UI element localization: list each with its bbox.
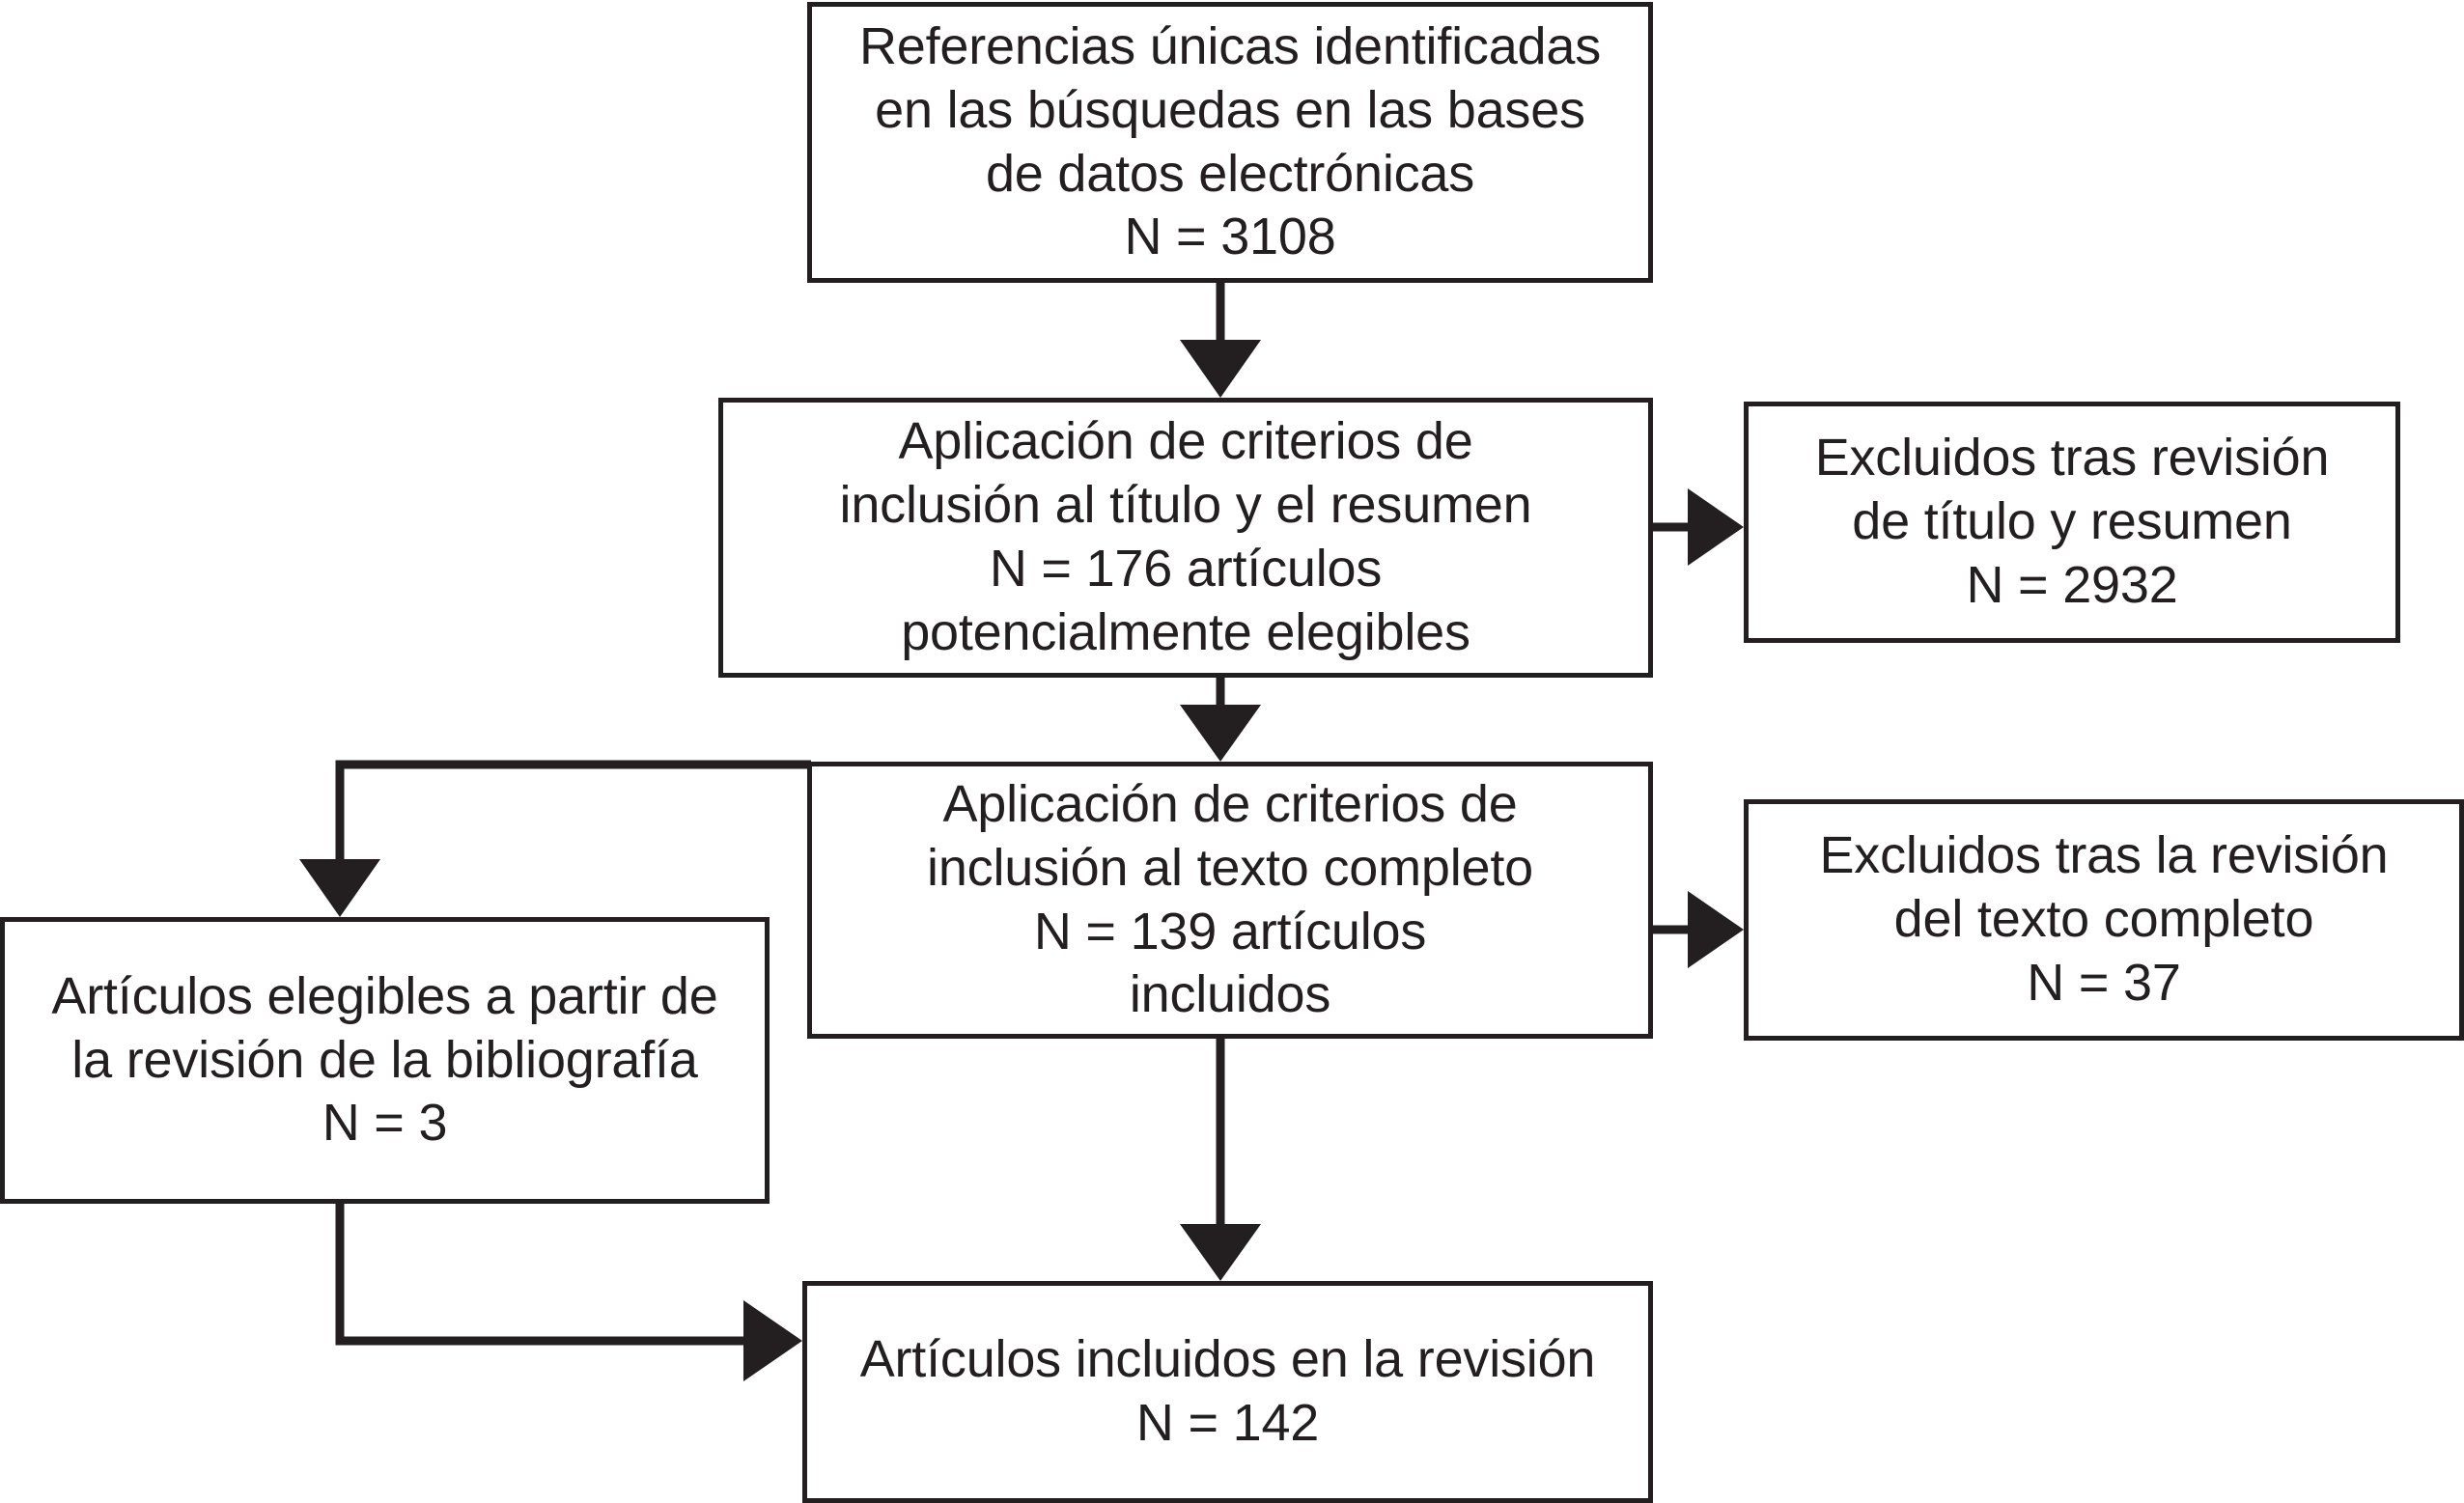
excluded-fulltext-box: Excluidos tras la revisión del texto com… (1744, 799, 2464, 1041)
box-line: Excluidos tras revisión (1814, 429, 2330, 487)
fulltext-screening-box: Aplicación de criterios de inclusión al … (807, 762, 1653, 1039)
box-count: N = 176 artículos (989, 540, 1383, 598)
arrow-reference-list-to-included (335, 1204, 802, 1381)
box-line: inclusión al título y el resumen (839, 476, 1532, 535)
box-count: N = 3108 (1124, 208, 1336, 266)
box-line: de título y resumen (1852, 492, 2292, 551)
arrow-identified-to-title-abstract (1180, 283, 1261, 398)
box-line: potencialmente elegibles (901, 602, 1470, 661)
box-line: de datos electrónicas (985, 144, 1475, 203)
box-count: N = 37 (2027, 953, 2181, 1012)
identified-references-box: Referencias únicas identificadas en las … (807, 2, 1653, 283)
box-line: Artículos incluidos en la revisión (859, 1330, 1596, 1389)
arrow-fulltext-to-excluded (1653, 891, 1744, 968)
box-count: N = 3 (322, 1094, 448, 1153)
box-count: N = 2932 (1966, 555, 2178, 614)
reference-list-eligible-box: Artículos elegibles a partir de la revis… (0, 917, 770, 1204)
arrow-title-abstract-to-excluded (1653, 488, 1744, 566)
box-count: N = 139 artículos (1033, 902, 1427, 960)
excluded-title-abstract-box: Excluidos tras revisión de título y resu… (1744, 402, 2400, 643)
arrow-fulltext-to-included (1180, 1039, 1261, 1281)
box-line: Aplicación de criterios de (898, 412, 1473, 471)
included-articles-box: Artículos incluidos en la revisión N = 1… (802, 1281, 1653, 1503)
box-line: Artículos elegibles a partir de (51, 966, 718, 1025)
box-line: en las búsquedas en las bases (875, 80, 1585, 139)
box-line: la revisión de la bibliografía (71, 1030, 698, 1089)
box-line: incluidos (1129, 965, 1331, 1024)
box-line: Aplicación de criterios de (942, 774, 1518, 833)
box-line: inclusión al texto completo (927, 838, 1533, 897)
box-line: Excluidos tras la revisión (1819, 826, 2389, 885)
title-abstract-screening-box: Aplicación de criterios de inclusión al … (718, 398, 1653, 678)
arrow-title-abstract-to-fulltext (1180, 676, 1261, 762)
box-line: Referencias únicas identificadas (858, 16, 1602, 75)
box-line: del texto completo (1893, 890, 2314, 949)
box-count: N = 142 (1135, 1394, 1320, 1452)
arrow-fulltext-to-reference-list (299, 760, 811, 917)
